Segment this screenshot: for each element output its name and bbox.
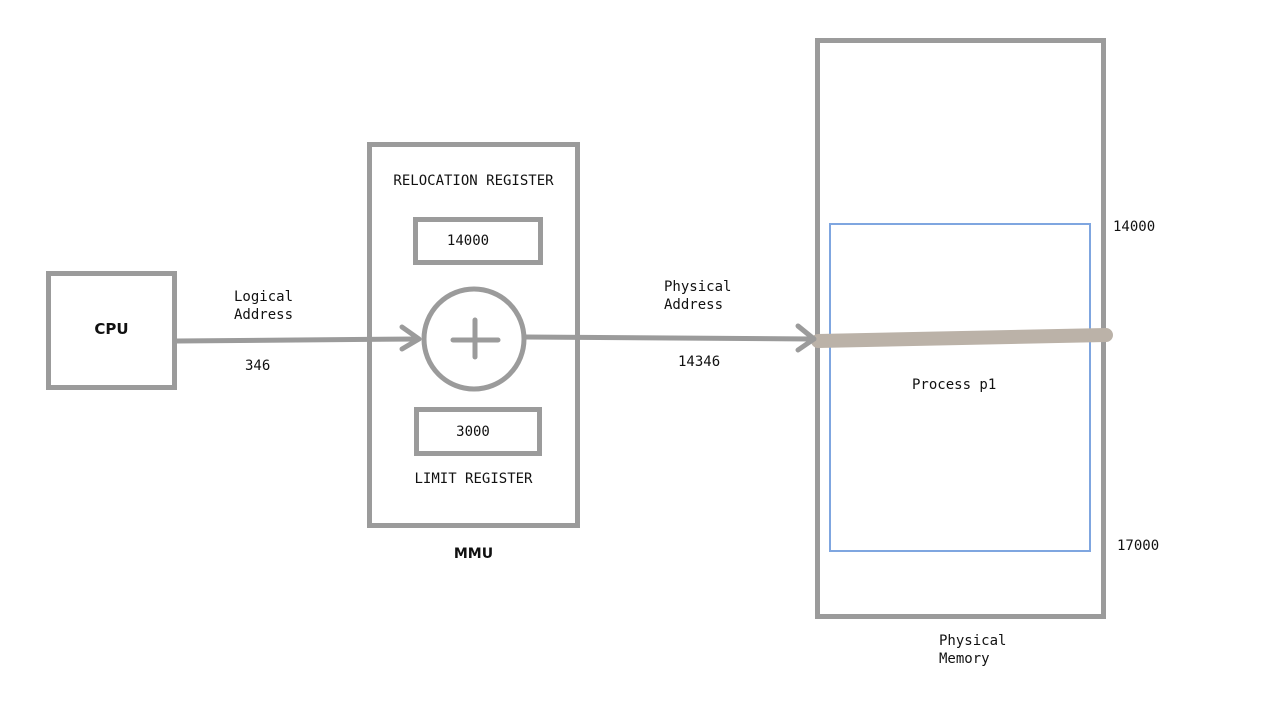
logical-address-arrow bbox=[174, 324, 422, 352]
limit-register-value: 3000 bbox=[456, 424, 490, 440]
logical-address-value: 346 bbox=[245, 358, 271, 374]
relocation-register-label: RELOCATION REGISTER bbox=[393, 173, 554, 189]
physical-address-arrow bbox=[522, 323, 817, 353]
memory-access-bar bbox=[811, 328, 1113, 348]
process-p1-label: Process p1 bbox=[912, 377, 997, 393]
memory-start-marker: 14000 bbox=[1113, 219, 1156, 235]
limit-register-box bbox=[414, 407, 542, 456]
logical-address-label: Logical Address bbox=[234, 289, 294, 323]
physical-address-label: Physical Address bbox=[664, 279, 732, 313]
relocation-register-box bbox=[413, 217, 543, 265]
physical-address-value: 14346 bbox=[678, 354, 721, 370]
cpu-box bbox=[46, 271, 177, 390]
mmu-label: MMU bbox=[453, 546, 494, 562]
physical-memory-label: Physical Memory bbox=[939, 633, 1007, 667]
process-p1-region bbox=[829, 223, 1091, 552]
relocation-register-value: 14000 bbox=[446, 233, 490, 249]
plus-circle-icon bbox=[421, 286, 527, 392]
cpu-label: CPU bbox=[94, 320, 129, 338]
limit-register-label: LIMIT REGISTER bbox=[414, 471, 533, 487]
memory-end-marker: 17000 bbox=[1117, 538, 1160, 554]
